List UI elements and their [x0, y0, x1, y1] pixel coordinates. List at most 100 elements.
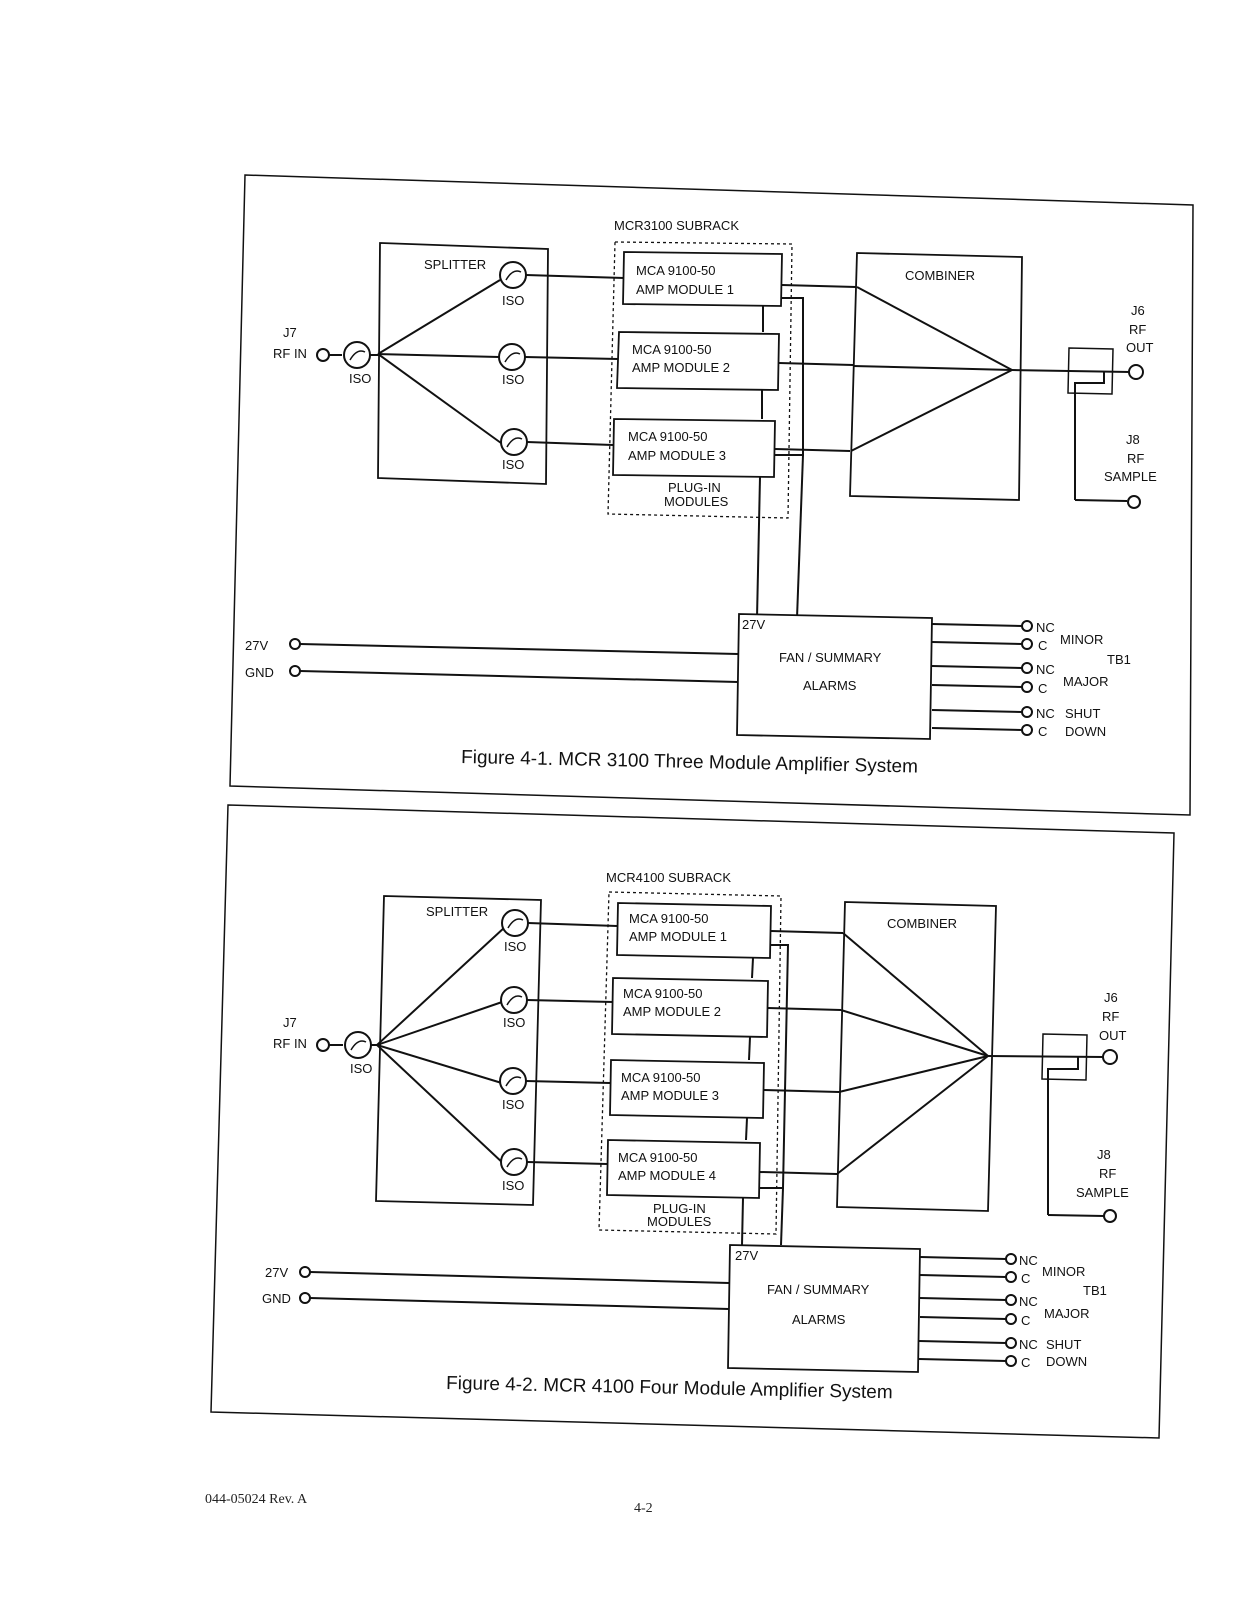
splitter-label: SPLITTER	[424, 257, 486, 272]
module-line1: MCA 9100-50	[632, 342, 712, 357]
rf-sample-rf-label: RF	[1127, 451, 1144, 466]
amp-module-2: MCA 9100-50 AMP MODULE 2	[616, 331, 780, 391]
minor-c-terminal	[1021, 638, 1033, 650]
modules-label: MODULES	[664, 494, 729, 509]
iso-label: ISO	[503, 1015, 525, 1030]
module-line1: MCA 9100-50	[629, 911, 709, 926]
v27-terminal	[289, 638, 301, 650]
c-label: C	[1038, 724, 1047, 739]
gnd-terminal	[289, 665, 301, 677]
figure-4-1: MCR3100 SUBRACK SPLITTER J7 RF IN ISO IS…	[229, 174, 1194, 816]
combiner-label: COMBINER	[905, 268, 975, 283]
wire-module1-combiner	[770, 930, 844, 934]
isolator-1: ISO	[501, 909, 529, 954]
sample-wire	[1074, 372, 1105, 500]
iso-label: ISO	[502, 372, 524, 387]
subrack-boundary	[607, 241, 793, 519]
plugin-label: PLUG-IN	[653, 1201, 706, 1216]
module-line2: AMP MODULE 3	[621, 1088, 719, 1103]
amp-module-4: MCA 9100-50 AMP MODULE 4	[606, 1139, 761, 1199]
v27-wire	[299, 643, 739, 655]
rf-sample-terminal	[1103, 1209, 1117, 1223]
splitter-box	[375, 895, 542, 1206]
module-box	[611, 977, 769, 1038]
c-label: C	[1038, 681, 1047, 696]
major-label: MAJOR	[1063, 674, 1109, 689]
alarm-bus-down	[796, 454, 804, 619]
sample-wire	[1047, 1057, 1079, 1215]
splitter-label: SPLITTER	[426, 904, 488, 919]
isolator-icon	[501, 909, 529, 937]
j6-label: J6	[1131, 303, 1145, 318]
module-box	[609, 1059, 765, 1119]
iso-label: ISO	[350, 1061, 372, 1076]
rf-out-wire	[987, 1055, 1105, 1058]
splitter: SPLITTER	[377, 242, 549, 485]
figure-1-frame	[229, 174, 1194, 816]
power-bus-down	[741, 1197, 744, 1246]
isolator-icon	[344, 1031, 372, 1059]
amp-module-3: MCA 9100-50 AMP MODULE 3	[609, 1059, 765, 1119]
j6-label: J6	[1104, 990, 1118, 1005]
iso-label: ISO	[502, 1097, 524, 1112]
j7-label: J7	[283, 1015, 297, 1030]
rf-out-wire	[1011, 369, 1131, 373]
isolator-arc	[505, 270, 522, 281]
isolator-icon	[498, 343, 526, 371]
combiner-branch-3	[850, 369, 1013, 452]
module-box	[606, 1139, 761, 1199]
wire-module3-combiner	[763, 1089, 840, 1093]
splitter-branch-1	[376, 926, 506, 1046]
combiner: COMBINER	[836, 901, 997, 1212]
module-line2: AMP MODULE 2	[623, 1004, 721, 1019]
module-bus-1	[751, 957, 754, 979]
wire-iso4-module4	[526, 1161, 608, 1165]
shut-nc-terminal	[1021, 706, 1033, 718]
module-line1: MCA 9100-50	[623, 986, 703, 1001]
minor-nc-terminal	[1005, 1253, 1017, 1265]
alarm-wire	[931, 641, 1023, 645]
fan-summary-alarms: 27V FAN / SUMMARY ALARMS	[736, 613, 933, 740]
module-bus-3	[745, 1117, 748, 1141]
rf-out-terminal	[1102, 1049, 1118, 1065]
isolator-icon	[500, 986, 528, 1014]
alarms-label: ALARMS	[803, 678, 857, 693]
isolator-3: ISO	[499, 1067, 527, 1112]
c-label: C	[1038, 638, 1047, 653]
directional-coupler	[1041, 1033, 1088, 1081]
figure-4-2: MCR4100 SUBRACK SPLITTER J7 RF IN ISO IS…	[210, 804, 1175, 1439]
isolator-2: ISO	[500, 986, 528, 1030]
amp-module-1: MCA 9100-50 AMP MODULE 1	[622, 251, 783, 307]
tb1-terminals: NC C NC C NC C MINOR TB1 MAJOR SHUT DOWN	[918, 1253, 1107, 1370]
alarm-bus	[775, 297, 804, 456]
gnd-wire	[299, 670, 739, 683]
rf-in-label: RF IN	[273, 346, 307, 361]
wire-iso1-module1	[525, 274, 625, 279]
page-number: 4-2	[634, 1501, 653, 1516]
alarm-wire	[931, 623, 1023, 627]
isolator-input: ISO	[344, 1031, 372, 1076]
wire-iso1-module1	[527, 922, 618, 927]
rf-sample-label: SAMPLE	[1076, 1185, 1129, 1200]
fan-label: FAN / SUMMARY	[779, 650, 882, 665]
shut-label: SHUT	[1046, 1337, 1081, 1352]
splitter-box	[377, 242, 549, 485]
isolator-icon	[500, 1148, 528, 1176]
combiner-label: COMBINER	[887, 916, 957, 931]
module-box	[616, 331, 780, 391]
rf-out-terminal	[1128, 364, 1144, 380]
module-box	[612, 418, 776, 478]
major-c-terminal	[1005, 1313, 1017, 1325]
rf-out-label: OUT	[1126, 340, 1154, 355]
tb1-terminals: NC C NC C NC C MINOR TB1 MAJOR SHUT DOWN	[931, 620, 1131, 739]
isolator-icon	[499, 1067, 527, 1095]
isolator-3: ISO	[500, 428, 528, 472]
rf-in-terminal	[316, 1038, 330, 1052]
alarm-wire	[931, 684, 1023, 688]
c-label: C	[1021, 1313, 1030, 1328]
isolator-arc	[505, 1076, 522, 1087]
isolator-2: ISO	[498, 343, 526, 387]
gnd-terminal	[299, 1292, 311, 1304]
alarm-wire	[919, 1297, 1007, 1301]
splitter-branch-2	[376, 1000, 506, 1046]
